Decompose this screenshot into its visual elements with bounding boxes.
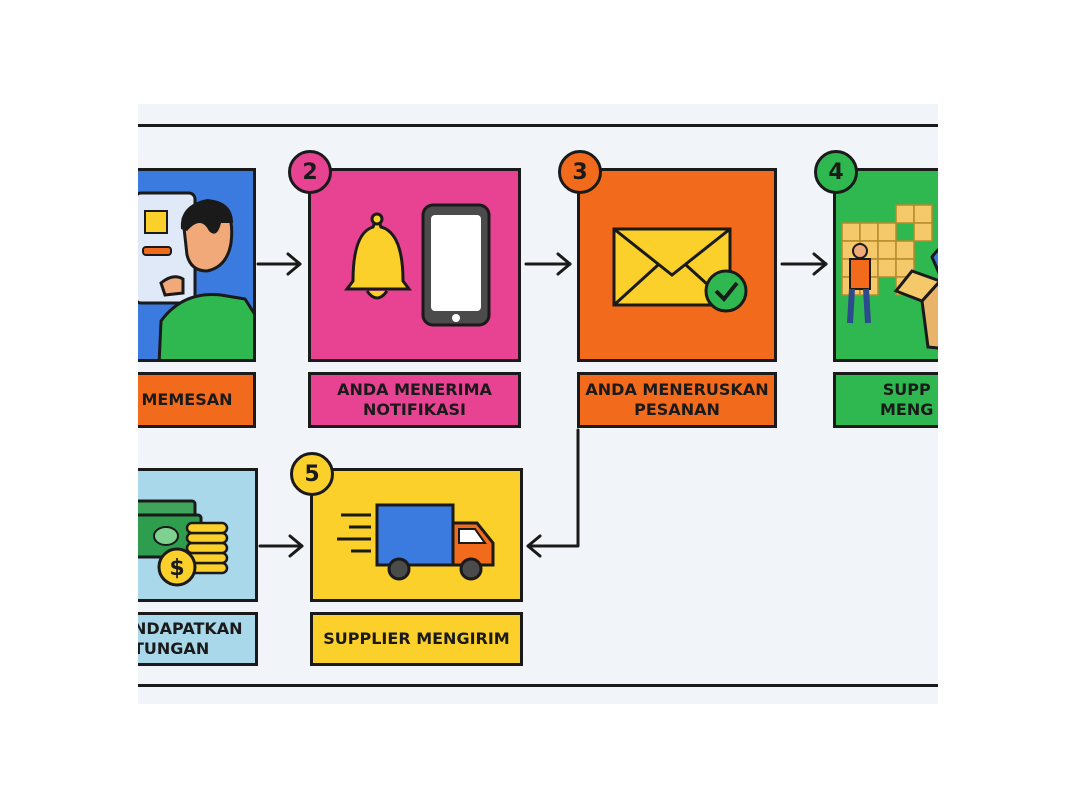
step-3-image bbox=[577, 168, 777, 362]
step-5-label: SUPPLIER MENGIRIM bbox=[310, 612, 523, 666]
delivery-truck-icon bbox=[337, 503, 495, 581]
bottom-rule bbox=[138, 684, 938, 687]
step-4-image bbox=[833, 168, 938, 362]
step-4-badge: 4 bbox=[814, 150, 858, 194]
step-4-label-text: SUPP MENG bbox=[880, 380, 934, 419]
bell-and-phone-icon bbox=[344, 203, 491, 327]
flow-arrows bbox=[256, 252, 828, 558]
step-6-label-text: NDAPATKAN TUNGAN bbox=[138, 619, 243, 658]
svg-text:$: $ bbox=[169, 556, 184, 581]
step-2-label-text: ANDA MENERIMA NOTIFIKASI bbox=[337, 380, 492, 419]
step-3-label-text: ANDA MENERUSKAN PESANAN bbox=[585, 380, 769, 419]
warehouse-worker-icon bbox=[841, 204, 938, 350]
arrow-3-to-5 bbox=[526, 428, 580, 558]
step-5-label-text: SUPPLIER MENGIRIM bbox=[323, 629, 510, 648]
step-3-badge: 3 bbox=[558, 150, 602, 194]
arrow-6-to-5 bbox=[258, 534, 304, 558]
flow-diagram: MEMESAN 2 ANDA MENERIMA NOTIFIKASI 3 AND… bbox=[138, 104, 938, 704]
step-1-label-text: MEMESAN bbox=[141, 390, 233, 409]
step-2-label: ANDA MENERIMA NOTIFIKASI bbox=[308, 372, 521, 428]
step-1-image bbox=[138, 168, 256, 362]
envelope-check-icon bbox=[612, 227, 748, 313]
person-ordering-on-screen-icon bbox=[138, 191, 253, 359]
step-1-label: MEMESAN bbox=[138, 372, 256, 428]
top-rule bbox=[138, 124, 938, 127]
step-6-label: NDAPATKAN TUNGAN bbox=[138, 612, 258, 666]
step-2-image bbox=[308, 168, 521, 362]
arrow-2-to-3 bbox=[524, 252, 572, 276]
money-coins-icon: $ bbox=[138, 499, 229, 587]
step-2-badge: 2 bbox=[288, 150, 332, 194]
step-5-badge: 5 bbox=[290, 452, 334, 496]
step-6-image: $ bbox=[138, 468, 258, 602]
step-3-label: ANDA MENERUSKAN PESANAN bbox=[577, 372, 777, 428]
step-4-label: SUPP MENG bbox=[833, 372, 938, 428]
step-5-image bbox=[310, 468, 523, 602]
arrow-3-to-4 bbox=[780, 252, 828, 276]
arrow-1-to-2 bbox=[256, 252, 302, 276]
